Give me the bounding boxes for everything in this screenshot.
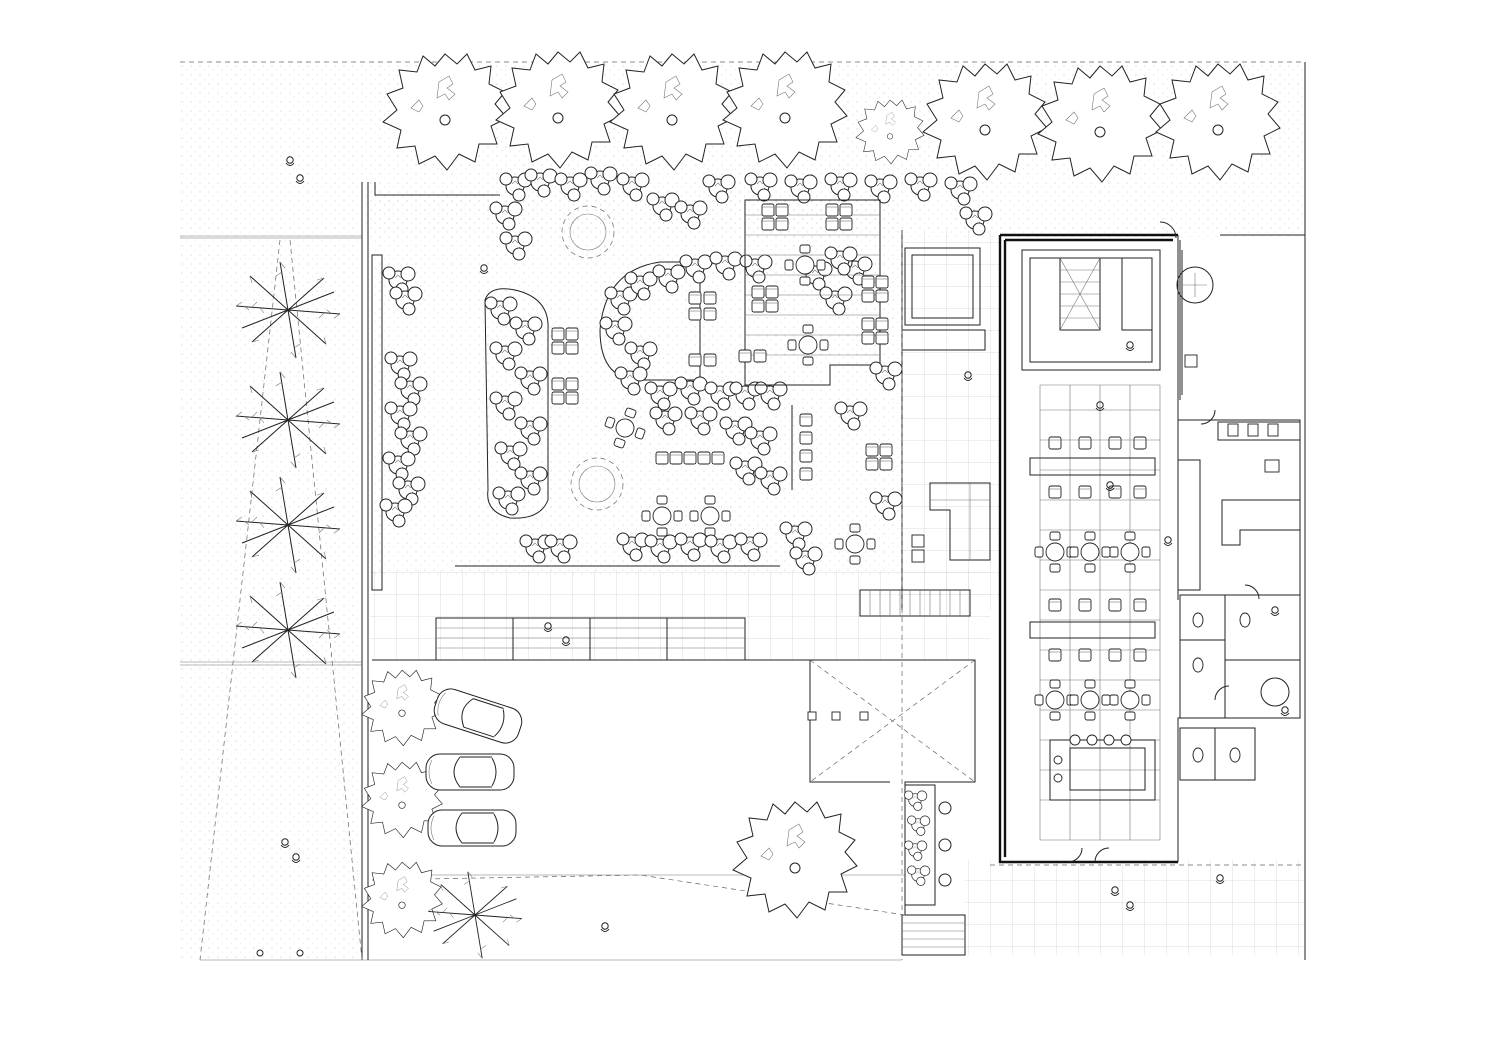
planter-central — [599, 251, 873, 496]
circle-marker-bottom — [570, 457, 624, 511]
dining-hall — [1029, 384, 1161, 841]
bar-counter — [1049, 734, 1156, 801]
terrace-deck — [688, 199, 903, 391]
lounge-area — [901, 230, 991, 960]
site-boundary-lines — [180, 61, 1306, 961]
restrooms — [1179, 594, 1301, 781]
garden-seating-lower — [455, 401, 903, 576]
building-outline — [990, 233, 1305, 866]
doors — [1067, 221, 1260, 863]
pool-room — [1021, 240, 1214, 400]
kitchen-and-service — [1177, 250, 1301, 600]
planter-entrance — [904, 784, 952, 906]
stair-deck — [859, 589, 971, 617]
stair-entrance — [901, 914, 966, 956]
hedge-west — [371, 254, 428, 591]
palm-row-left — [235, 261, 341, 957]
planter-island — [484, 288, 579, 519]
parking-area — [361, 669, 858, 959]
circle-marker-top — [561, 205, 615, 259]
